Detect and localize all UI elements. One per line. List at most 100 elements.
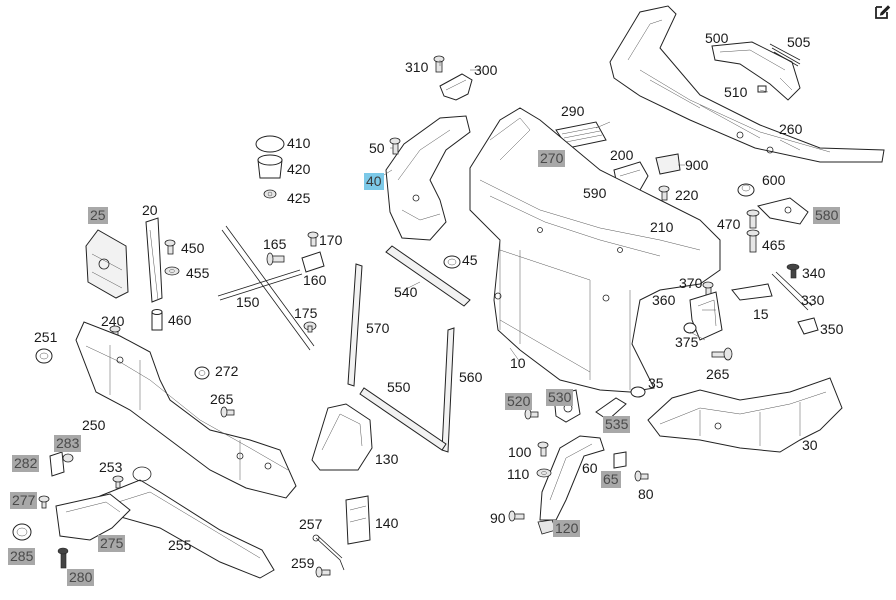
part-label-10[interactable]: 10 [510, 355, 526, 371]
part-35-grommet-drawing[interactable] [630, 386, 646, 398]
part-600-grommet-drawing[interactable] [737, 183, 755, 197]
part-label-600[interactable]: 600 [762, 172, 786, 188]
part-label-310[interactable]: 310 [405, 59, 429, 75]
part-label-470[interactable]: 470 [717, 216, 741, 232]
part-60-bracket-drawing[interactable] [539, 435, 605, 521]
part-25-bracket-drawing[interactable] [85, 229, 129, 299]
part-label-240[interactable]: 240 [101, 313, 125, 329]
part-label-290[interactable]: 290 [561, 103, 585, 119]
part-272-grommet-drawing[interactable] [194, 366, 210, 380]
part-label-450[interactable]: 450 [181, 240, 205, 256]
part-label-535[interactable]: 535 [603, 416, 631, 433]
part-470-bolt-drawing[interactable] [746, 209, 760, 229]
part-45-grommet-drawing[interactable] [443, 255, 461, 269]
part-label-465[interactable]: 465 [762, 237, 786, 253]
part-label-360[interactable]: 360 [652, 292, 676, 308]
part-label-283[interactable]: 283 [54, 435, 82, 452]
part-label-280[interactable]: 280 [67, 569, 95, 586]
part-580-bracket-drawing[interactable] [757, 197, 809, 225]
part-251-plug-drawing[interactable] [35, 348, 53, 364]
part-265b-bolt-drawing[interactable] [711, 347, 733, 361]
part-label-35[interactable]: 35 [648, 375, 664, 391]
part-label-425[interactable]: 425 [287, 190, 311, 206]
part-900-pad-drawing[interactable] [655, 153, 681, 175]
part-10-front-end-carrier-drawing[interactable] [469, 107, 721, 393]
part-label-130[interactable]: 130 [375, 451, 399, 467]
part-550-seal-drawing[interactable] [359, 387, 447, 451]
part-540-seal-drawing[interactable] [385, 245, 471, 307]
part-265a-bolt-drawing[interactable] [220, 406, 235, 418]
part-label-375[interactable]: 375 [675, 334, 699, 350]
part-282-clip-drawing[interactable] [49, 451, 65, 477]
part-90-bolt-drawing[interactable] [508, 510, 525, 522]
part-520-bolt-drawing[interactable] [524, 408, 539, 420]
part-130-air-duct-drawing[interactable] [311, 403, 373, 471]
part-label-210[interactable]: 210 [650, 219, 674, 235]
part-label-265-right[interactable]: 265 [706, 366, 730, 382]
part-100-bolt-drawing[interactable] [537, 441, 549, 457]
part-label-253[interactable]: 253 [99, 459, 123, 475]
part-label-900[interactable]: 900 [685, 157, 709, 173]
part-220-bolt-drawing[interactable] [658, 185, 670, 201]
part-460-sleeve-drawing[interactable] [151, 309, 163, 331]
part-560-seal-drawing[interactable] [441, 327, 455, 453]
part-465-bolt-drawing[interactable] [746, 229, 760, 253]
part-label-530[interactable]: 530 [546, 389, 574, 406]
part-259-bolt-drawing[interactable] [315, 566, 331, 578]
part-label-170[interactable]: 170 [319, 232, 343, 248]
part-label-500[interactable]: 500 [705, 30, 729, 46]
part-410-cap-drawing[interactable] [255, 135, 285, 153]
part-570-seal-drawing[interactable] [347, 263, 363, 387]
part-375-nut-drawing[interactable] [683, 322, 697, 334]
part-label-510[interactable]: 510 [724, 84, 748, 100]
part-label-220[interactable]: 220 [675, 187, 699, 203]
part-285-plug-drawing[interactable] [12, 523, 32, 541]
part-250-crossmember-drawing[interactable] [75, 321, 297, 499]
part-label-259[interactable]: 259 [291, 555, 315, 571]
part-500-bracket-drawing[interactable] [711, 41, 801, 101]
part-label-160[interactable]: 160 [303, 272, 327, 288]
part-260-reinforcement-drawing[interactable] [609, 5, 885, 163]
part-257-rod-drawing[interactable] [312, 534, 345, 571]
part-label-15[interactable]: 15 [753, 306, 769, 322]
part-label-165[interactable]: 165 [263, 236, 287, 252]
part-425-nut-drawing[interactable] [263, 189, 277, 199]
part-label-340[interactable]: 340 [802, 265, 826, 281]
part-253-bolt-drawing[interactable] [112, 475, 124, 489]
part-label-50[interactable]: 50 [369, 140, 385, 156]
part-label-277[interactable]: 277 [10, 492, 38, 509]
part-350-clip-drawing[interactable] [797, 317, 819, 335]
part-30-side-bracket-drawing[interactable] [647, 377, 843, 453]
part-label-350[interactable]: 350 [820, 321, 844, 337]
part-150-strut-drawing[interactable] [217, 225, 315, 351]
part-label-20[interactable]: 20 [142, 202, 158, 218]
part-300-bracket-drawing[interactable] [439, 73, 473, 101]
part-label-100[interactable]: 100 [508, 444, 532, 460]
part-label-250[interactable]: 250 [82, 417, 106, 433]
part-label-282[interactable]: 282 [12, 455, 40, 472]
part-330-strut-drawing[interactable] [771, 271, 813, 311]
part-277-bolt-drawing[interactable] [38, 495, 50, 509]
part-label-45[interactable]: 45 [462, 252, 478, 268]
part-label-270[interactable]: 270 [538, 150, 566, 167]
part-15-bracket-drawing[interactable] [731, 283, 773, 301]
part-255-lower-crossmember-drawing[interactable] [99, 466, 275, 579]
part-65-clip-drawing[interactable] [613, 451, 627, 469]
part-label-410[interactable]: 410 [287, 135, 311, 151]
part-label-460[interactable]: 460 [168, 312, 192, 328]
part-310-bolt-drawing[interactable] [433, 55, 445, 73]
part-40-headlamp-bracket-drawing[interactable] [385, 115, 471, 241]
part-80-bolt-drawing[interactable] [634, 470, 649, 482]
part-label-260[interactable]: 260 [779, 121, 803, 137]
part-label-200[interactable]: 200 [610, 147, 634, 163]
part-label-420[interactable]: 420 [287, 161, 311, 177]
part-450-bolt-drawing[interactable] [164, 239, 176, 255]
part-label-560[interactable]: 560 [459, 369, 483, 385]
part-label-80[interactable]: 80 [638, 486, 654, 502]
part-160-bracket-drawing[interactable] [301, 251, 325, 273]
part-505-clip-drawing[interactable] [769, 43, 801, 67]
part-label-25[interactable]: 25 [88, 207, 108, 224]
part-label-272[interactable]: 272 [215, 363, 239, 379]
part-label-40-selected[interactable]: 40 [364, 173, 384, 190]
part-280-bolt-drawing[interactable] [57, 547, 69, 569]
